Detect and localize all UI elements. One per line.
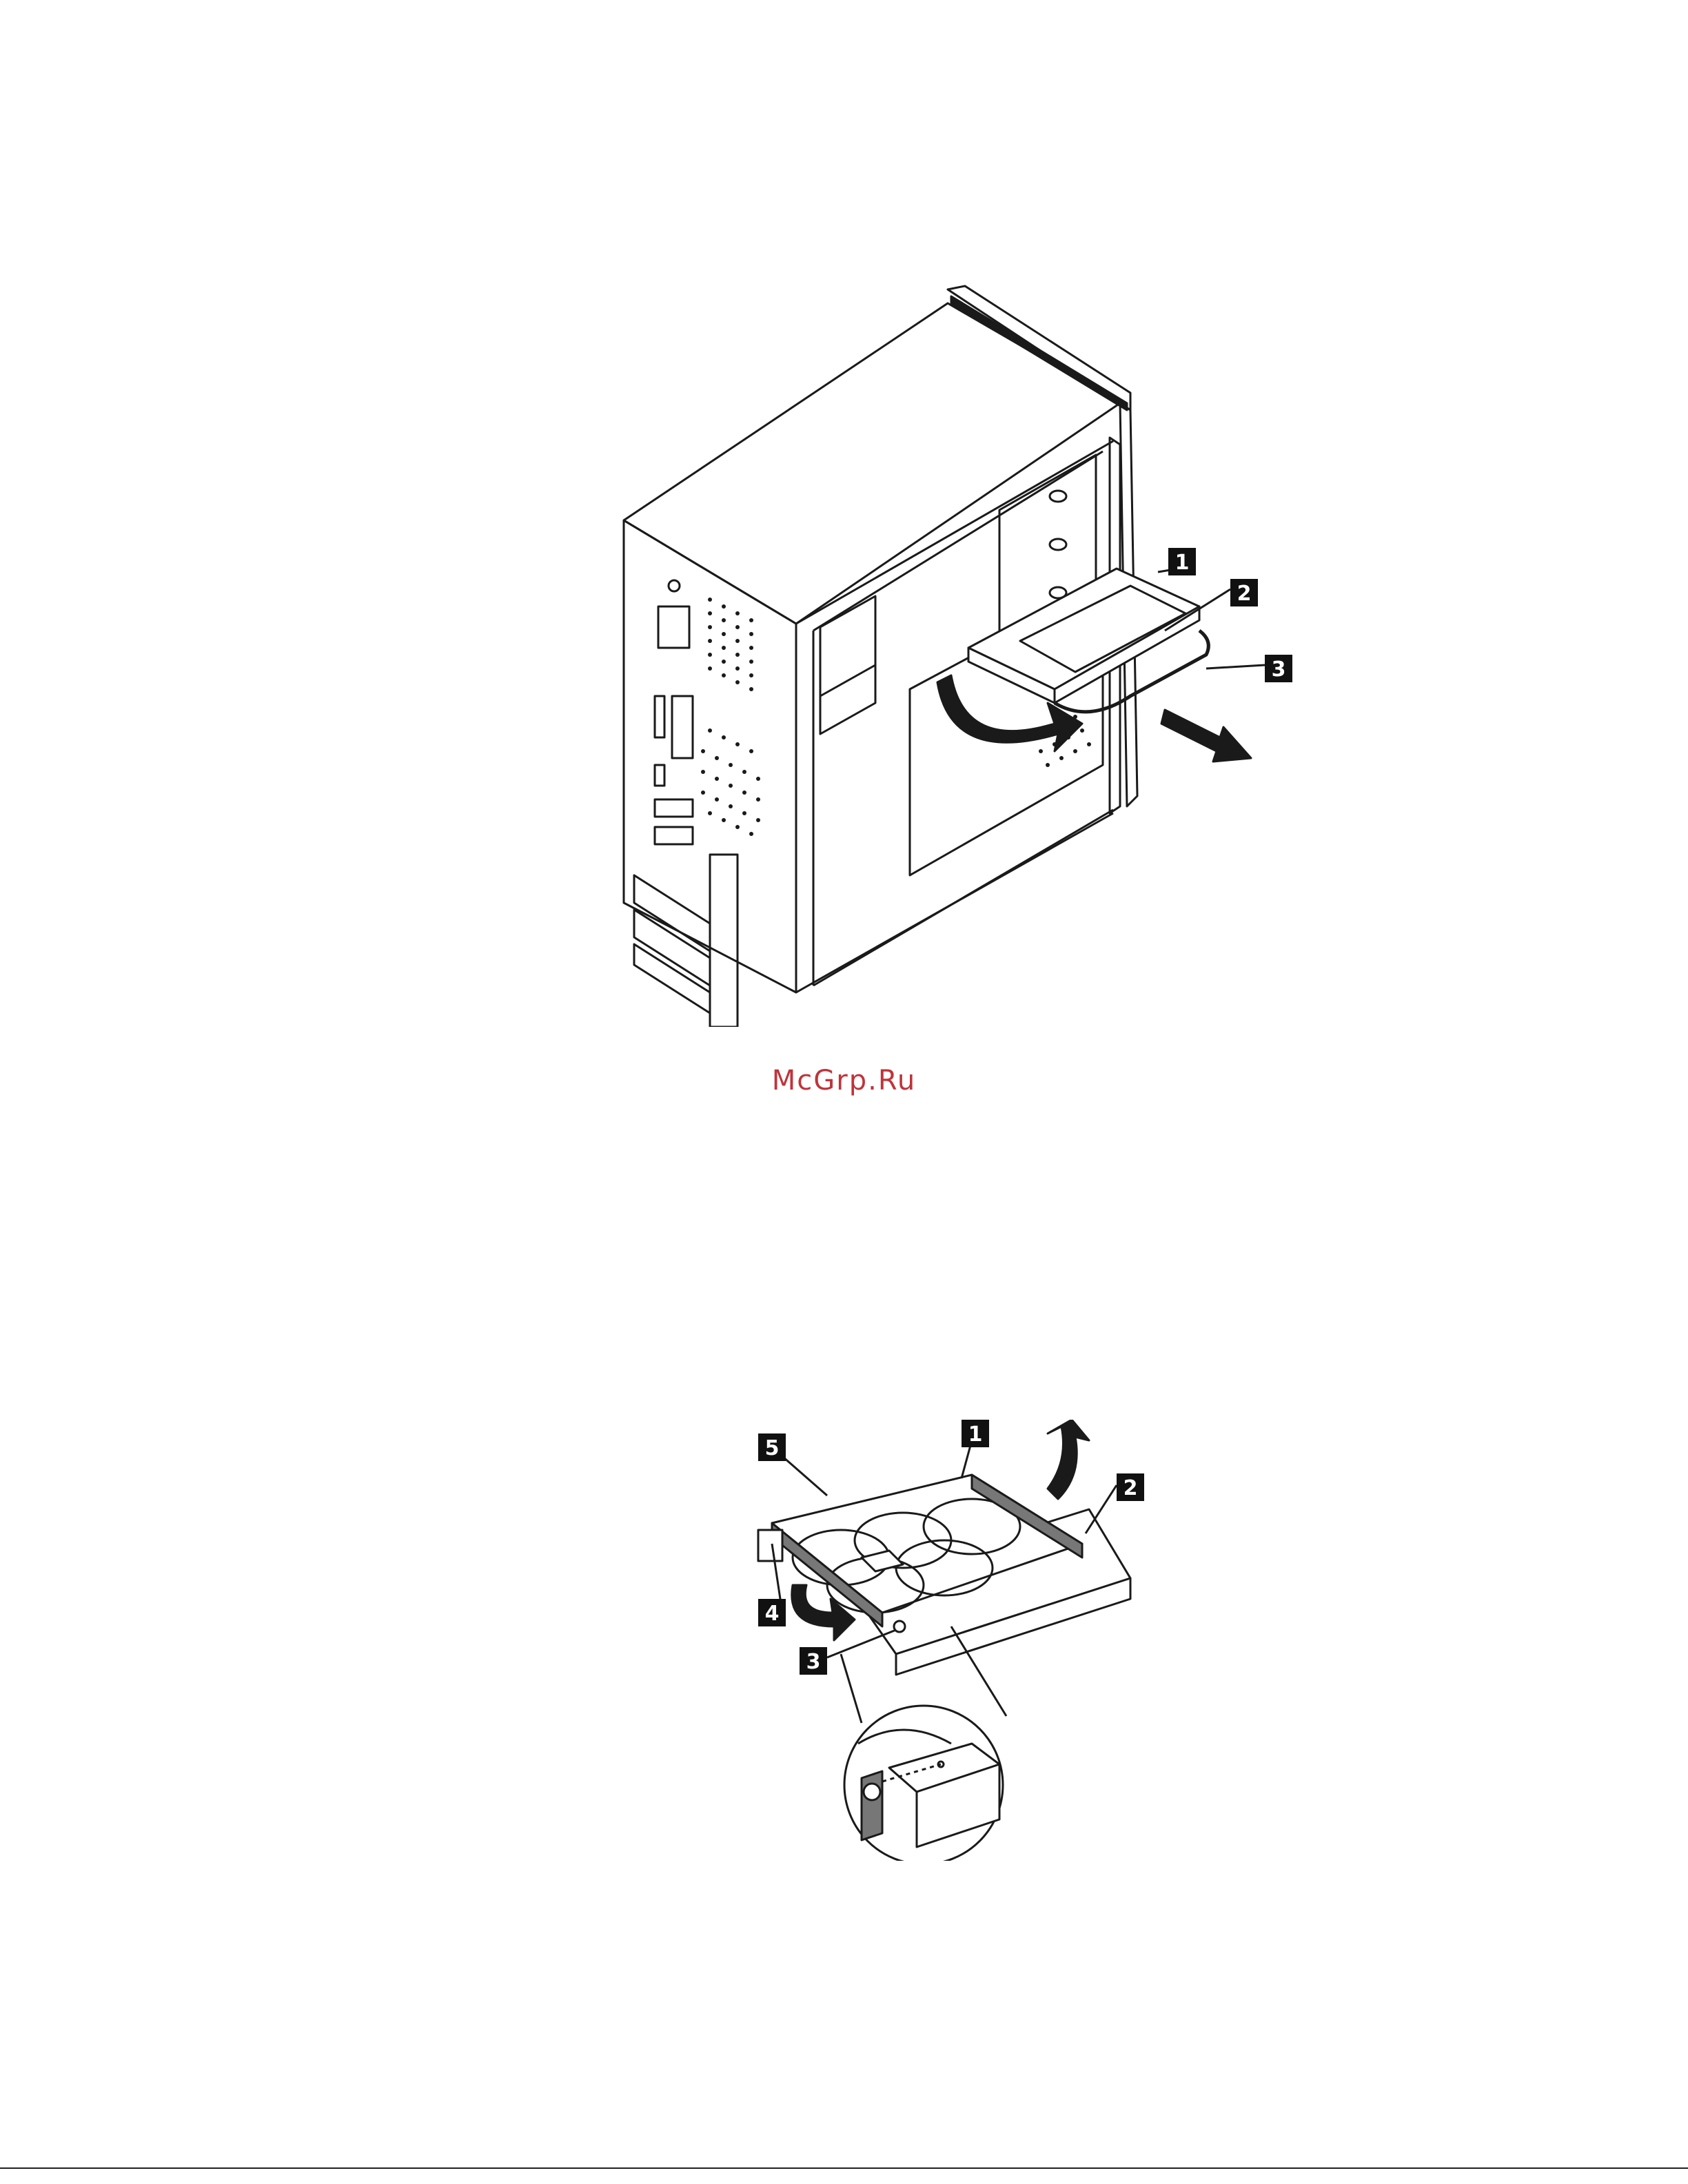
callout-5-label: 5	[765, 1436, 780, 1460]
bracket-illustration: 5 1 2 4 3	[744, 1420, 1268, 1861]
watermark-text: McGrp.Ru	[0, 1065, 1688, 1096]
callout-3-label: 3	[806, 1650, 821, 1674]
callout-2-label: 2	[1237, 582, 1252, 606]
callout-4-label: 4	[765, 1602, 780, 1626]
callout-1: 1	[962, 1420, 989, 1478]
tower-illustration: 1 2 3	[607, 283, 1310, 1027]
figure-drive-bracket: 5 1 2 4 3	[744, 1420, 1268, 1861]
callout-2-label: 2	[1123, 1476, 1138, 1500]
callout-3: 3	[1206, 655, 1292, 682]
footer-rule	[0, 2167, 1688, 2169]
callout-5: 5	[758, 1433, 827, 1496]
callout-1-label: 1	[1175, 551, 1190, 575]
figure-drive-bay-removal: 1 2 3	[607, 283, 1310, 1027]
callout-1: 1	[1158, 548, 1196, 575]
callout-3: 3	[800, 1630, 896, 1675]
callout-3-label: 3	[1272, 657, 1286, 682]
callout-1-label: 1	[968, 1422, 983, 1447]
